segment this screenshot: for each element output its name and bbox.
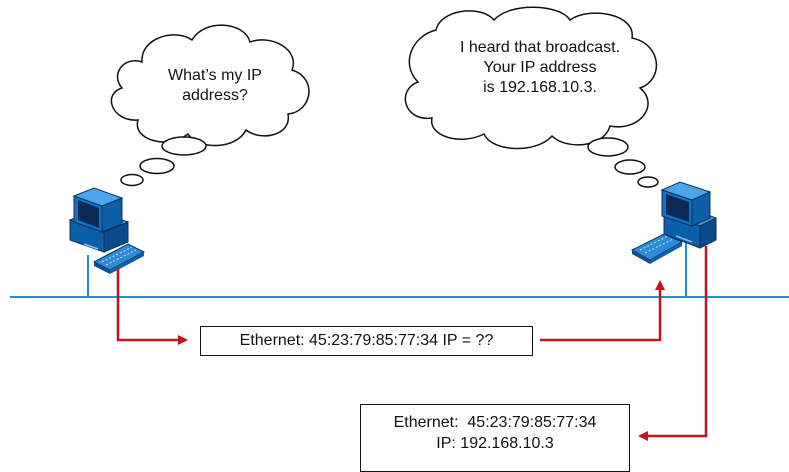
server-desktop-computer-icon (660, 181, 718, 249)
server-thought-line-3: is 192.168.10.3. (483, 79, 597, 96)
client-desktop-computer-icon (68, 187, 130, 253)
request-frame-box: Ethernet: 45:23:79:85:77:34 IP = ?? (200, 326, 533, 356)
request-arrow-to-server (540, 280, 665, 342)
client-thought-line-1: What’s my IP (168, 67, 262, 84)
request-frame-text: Ethernet: 45:23:79:85:77:34 IP = ?? (239, 332, 494, 349)
server-thought-line-1: I heard that broadcast. (459, 39, 621, 56)
server-thought-text: I heard that broadcast. Your IP address … (430, 38, 650, 98)
server-keyboard-icon (630, 233, 684, 264)
request-arrow-to-frame (116, 268, 188, 345)
client-thought-line-2: address? (182, 87, 248, 104)
reply-frame-line-2: IP: 192.168.10.3 (436, 435, 554, 452)
client-thought-cloud-icon (110, 24, 310, 187)
reply-arrow (638, 246, 708, 441)
server-thought-line-2: Your IP address (483, 59, 597, 76)
reply-frame-line-1: Ethernet: 45:23:79:85:77:34 (393, 414, 597, 431)
client-thought-text: What’s my IP address? (140, 66, 290, 106)
reply-frame-box: Ethernet: 45:23:79:85:77:34 IP: 192.168.… (360, 404, 630, 472)
server-thought-cloud-icon (404, 6, 659, 188)
